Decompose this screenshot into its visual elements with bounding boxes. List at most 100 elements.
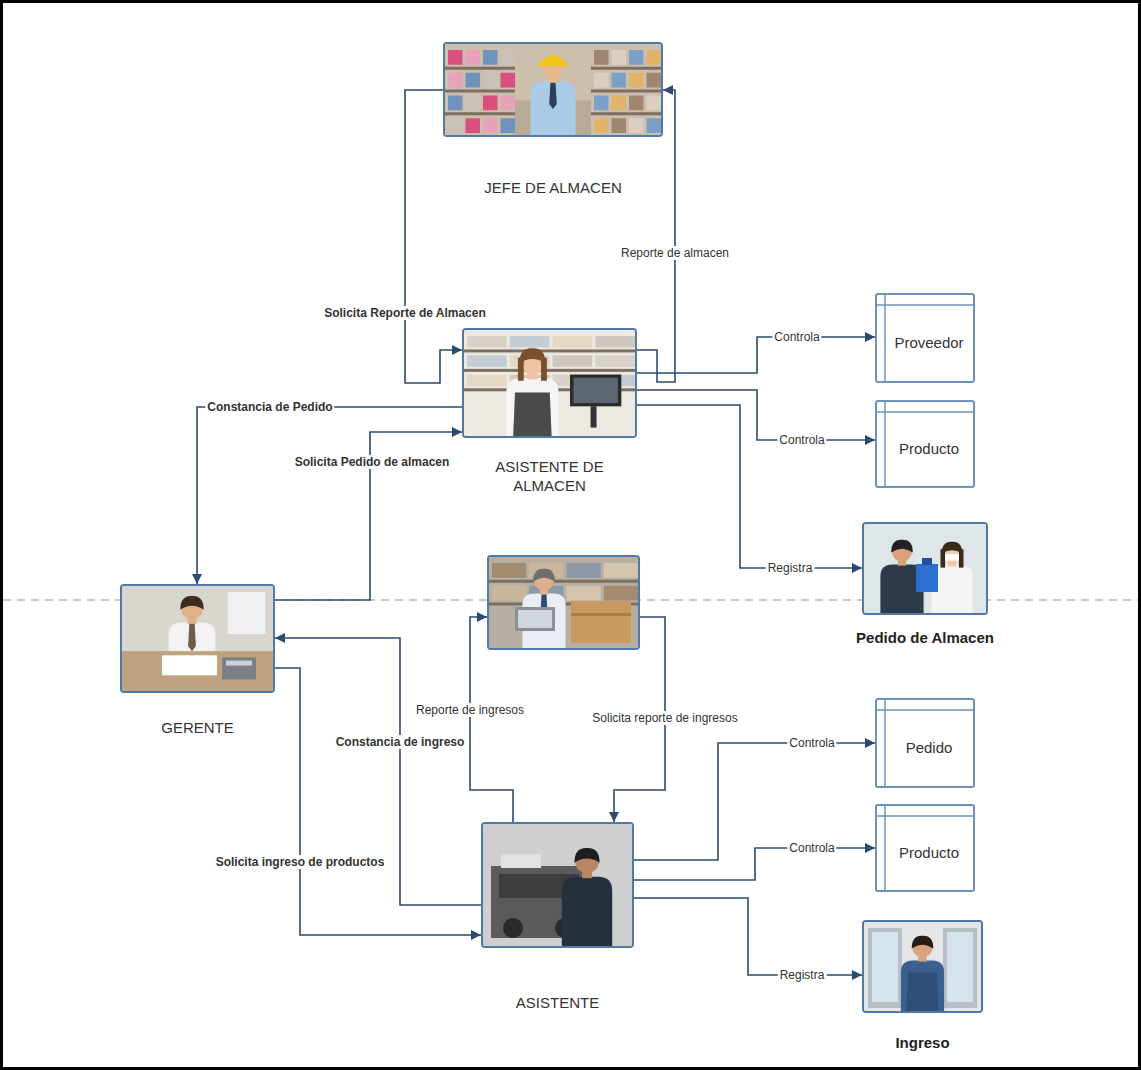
scene-shape [629,73,644,88]
entity-header-line [877,304,973,306]
scene-shape [501,118,516,133]
scene-shape [570,375,621,407]
scene-shape [492,563,526,578]
scene-shape [594,96,609,111]
connector-arrow [637,405,862,568]
photo-illustration [864,922,981,1011]
scene-shape [591,90,661,93]
entity-box: Pedido [875,698,975,788]
photo-illustration [445,44,661,135]
connector-arrow [637,337,875,373]
scene-shape [594,50,609,65]
connector-arrow [275,432,462,600]
entity-header-line [877,815,973,817]
scene-shape [483,96,498,111]
photo-node: Ingreso [862,920,983,1013]
scene-shape [595,355,635,366]
scene-shape [464,349,635,352]
scene-shape [922,558,932,565]
scene-shape [162,655,217,675]
scene-shape [483,118,498,133]
scene-shape [629,50,644,65]
scene-shape [573,378,617,403]
scene-shape [466,50,481,65]
scene-shape [945,554,959,561]
connector-arrow [634,898,862,975]
scene-shape [872,932,898,1002]
connector-label: Reporte de ingresos [414,703,526,717]
node-caption: Pedido de Almacen [856,628,994,647]
scene-shape [868,928,902,1008]
connector-label: Reporte de almacen [619,246,731,260]
scene-shape [518,358,524,381]
entity-side-line [884,402,886,486]
scene-shape [943,928,977,1008]
scene-shape [501,854,541,868]
photo-node: JEFE DE ALMACEN [443,42,663,137]
entity-header-line [877,411,973,413]
scene-shape [448,96,463,111]
photo-node: Pedido de Almacen [862,522,988,615]
scene-shape [567,563,601,578]
scene-shape [489,580,638,583]
scene-shape [612,73,627,88]
scene-shape [180,596,203,610]
connector-arrow [197,407,462,584]
photo-illustration [483,824,632,946]
node-caption: JEFE DE ALMACEN [484,178,622,197]
scene-shape [448,118,463,133]
scene-shape [574,848,599,863]
scene-shape [612,96,627,111]
scene-shape [647,96,662,111]
scene-shape [467,355,507,366]
connector-arrow [637,390,875,440]
scene-shape [549,82,557,110]
scene-shape [531,82,576,136]
scene-shape [501,96,516,111]
connector-label: Registra [766,561,815,575]
connector-label: Controla [772,330,821,344]
scene-shape [591,67,661,70]
scene-shape [591,406,597,427]
scene-shape [947,932,973,1002]
scene-shape [188,623,196,652]
scene-shape [464,369,635,372]
entity-box: Producto [875,400,975,488]
scene-shape [501,50,516,65]
scene-shape [604,563,638,578]
scene-shape [567,586,601,601]
scene-shape [538,63,568,66]
photo-node [487,555,640,650]
scene-shape [629,96,644,111]
entity-box: Producto [875,804,975,892]
scene-shape [466,96,481,111]
scene-shape [448,50,463,65]
scene-shape [226,661,252,666]
scene-shape [445,67,515,70]
scene-shape [647,50,662,65]
connector-label: Controla [787,841,836,855]
scene-shape [647,73,662,88]
entity-label: Producto [889,430,961,458]
scene-shape [503,918,523,938]
scene-shape [448,73,463,88]
scene-shape [445,90,515,93]
scene-shape [512,392,553,436]
scene-shape [612,50,627,65]
connector-arrow [634,743,875,860]
connector-arrow [634,848,875,880]
scene-shape [483,50,498,65]
scene-shape [591,112,661,115]
entity-label: Proveedor [884,324,965,352]
node-caption: ASISTENTE [516,993,599,1012]
scene-shape [122,651,273,691]
scene-shape [959,549,964,567]
scene-shape [571,613,631,616]
node-caption: GERENTE [161,718,234,737]
scene-shape [445,112,515,115]
scene-shape [912,936,934,949]
scene-shape [916,564,938,592]
scene-shape [595,336,635,347]
scene-shape [466,73,481,88]
scene-shape [539,55,567,64]
